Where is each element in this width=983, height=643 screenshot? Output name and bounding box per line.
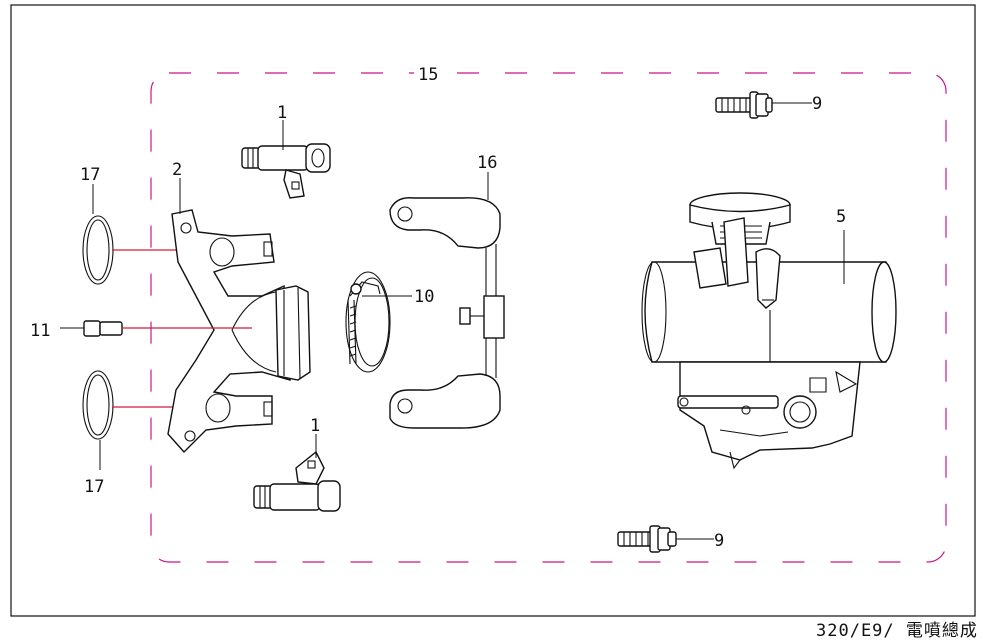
fuel-injector-top bbox=[241, 143, 331, 199]
callout-1-top: 1 bbox=[277, 103, 287, 123]
callout-9-bottom: 9 bbox=[714, 531, 724, 551]
callout-17-bottom: 17 bbox=[84, 477, 104, 497]
intake-manifold bbox=[167, 209, 311, 454]
callout-5: 5 bbox=[836, 207, 846, 227]
callout-15: 15 bbox=[418, 65, 438, 85]
callout-1-bottom: 1 bbox=[310, 416, 320, 436]
diagram-border bbox=[10, 4, 976, 617]
hose-clamp-10 bbox=[345, 271, 391, 373]
kit-frame-label-bg bbox=[414, 62, 450, 84]
o-ring-top bbox=[82, 215, 114, 285]
callout-16: 16 bbox=[477, 153, 497, 173]
bolt-11 bbox=[60, 320, 123, 337]
o-ring-bottom bbox=[82, 370, 114, 440]
flange-bolt-9-bottom bbox=[617, 525, 677, 553]
fuel-injector-bottom bbox=[253, 450, 341, 512]
throttle-body-5 bbox=[641, 192, 897, 470]
callout-9-top: 9 bbox=[812, 94, 822, 114]
callout-2: 2 bbox=[172, 160, 182, 180]
callout-10: 10 bbox=[414, 287, 434, 307]
footer-label: 320/E9/ 電噴總成 bbox=[816, 621, 978, 641]
flange-bolt-9-top bbox=[715, 91, 773, 119]
callout-17-top: 17 bbox=[80, 165, 100, 185]
fuel-rail-16 bbox=[389, 197, 505, 429]
kit-frame-15 bbox=[150, 72, 947, 563]
callout-11: 11 bbox=[30, 321, 50, 341]
